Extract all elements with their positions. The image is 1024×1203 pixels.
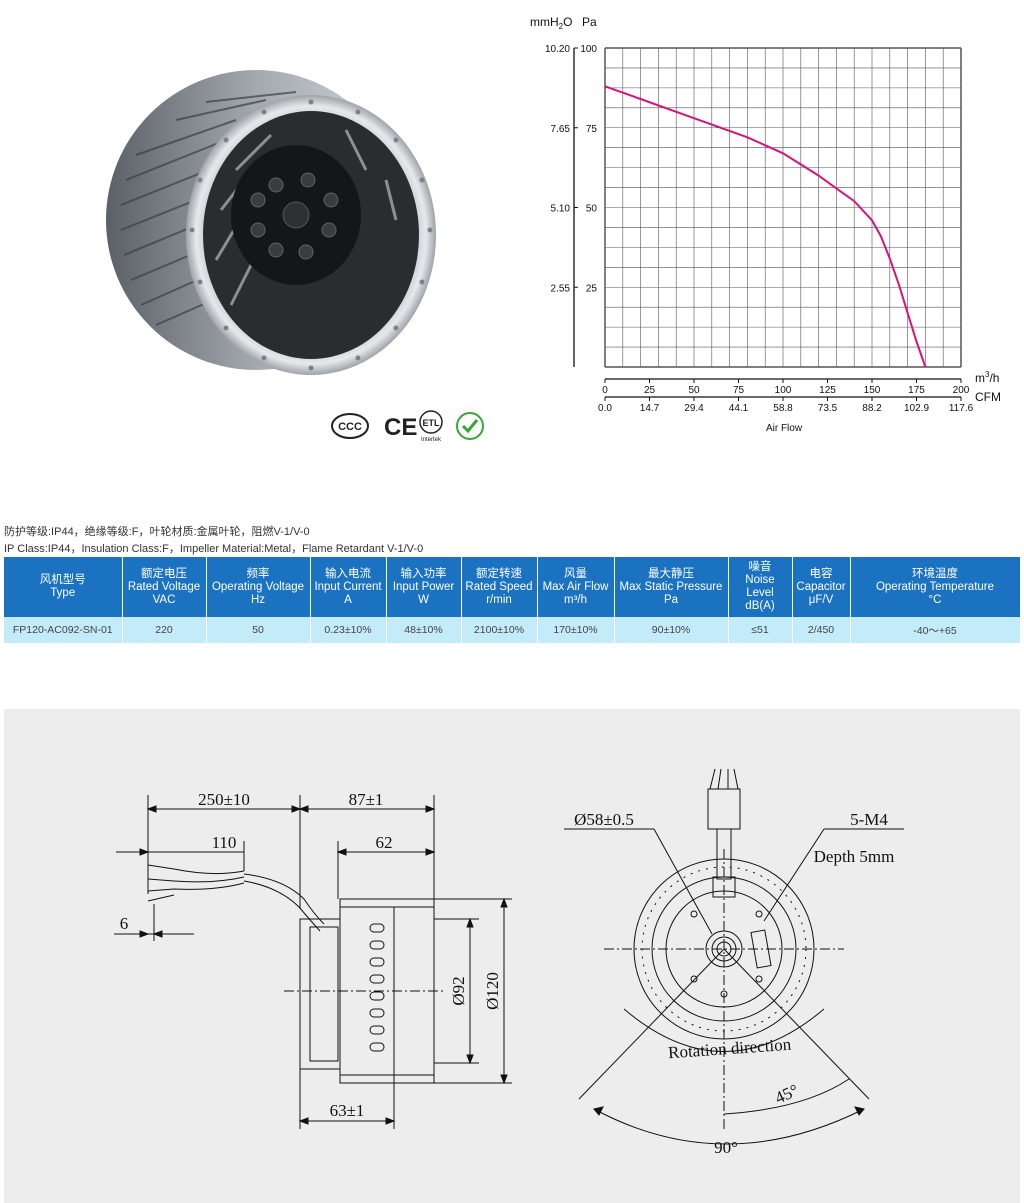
fan-product-image [106, 70, 436, 375]
dim-depth: 87±1 [349, 790, 384, 809]
rotation-label: Rotation direction [667, 1035, 792, 1063]
cell-rated-voltage: 220 [122, 617, 207, 643]
cell-temperature: -40～+65 [850, 617, 1021, 643]
x-axis-label: Air Flow [766, 423, 803, 434]
dim-mount-depth: Depth 5mm [814, 847, 895, 866]
y-unit-right: Pa [582, 15, 597, 29]
y-tick-label-left: 2.55 [551, 283, 571, 294]
x-tick-label: 50 [688, 385, 700, 396]
spec-note-cn: 防护等级:IP44，绝缘等级:F，叶轮材质:金属叶轮，阻燃V-1/V-0 [4, 526, 310, 538]
svg-text:ETL: ETL [423, 418, 441, 428]
x-tick-label-secondary: 117.6 [949, 403, 974, 414]
dim-hub-depth: 63±1 [330, 1101, 365, 1120]
etl-sub: Intertek [421, 437, 442, 443]
x-tick-label: 0 [602, 385, 608, 396]
technical-drawing-panel [4, 709, 1020, 1203]
dim-hub-dia: Ø58±0.5 [574, 810, 634, 829]
dim-strip-end: 6 [120, 914, 129, 933]
svg-text:CCC: CCC [338, 421, 362, 433]
svg-text:CE: CE [384, 414, 417, 441]
cell-frequency: 50 [206, 617, 311, 643]
cell-capacitor: 2/450 [792, 617, 851, 643]
x-unit-secondary: CFM [975, 390, 1001, 404]
x-tick-label-secondary: 29.4 [684, 403, 704, 414]
x-tick-label-secondary: 0.0 [598, 403, 612, 414]
x-tick-label-secondary: 58.8 [773, 403, 793, 414]
dim-body-depth: 62 [376, 833, 393, 852]
series-line [604, 85, 927, 368]
x-tick-label: 100 [775, 385, 792, 396]
x-tick-label-secondary: 44.1 [729, 403, 749, 414]
x-tick-label-secondary: 14.7 [640, 403, 660, 414]
etl-mark: ETL Intertek [419, 410, 443, 443]
x-tick-label: 175 [908, 385, 925, 396]
x-tick-label: 150 [864, 385, 881, 396]
chart-ticks: 25 2.55 50 5.10 75 7.65 100 10.20 0 0.0 25 14.7 50 29… [545, 44, 974, 414]
y-tick-label-left: 7.65 [551, 124, 571, 135]
x-unit-primary: m3/h [975, 370, 999, 385]
angle-45: 45° [772, 1080, 802, 1107]
x-tick-label: 200 [953, 385, 970, 396]
cell-rated-speed: 2100±10% [461, 617, 538, 643]
y-tick-label: 25 [586, 283, 598, 294]
y-unit-left: mmH2O [530, 15, 572, 31]
y-tick-label: 100 [580, 44, 597, 55]
x-tick-label: 25 [644, 385, 656, 396]
spec-note-en: IP Class:IP44，Insulation Class:F，Impelle… [4, 543, 424, 555]
cell-input-current: 0.23±10% [310, 617, 387, 643]
angle-90: 90° [714, 1138, 738, 1157]
y-tick-label: 75 [586, 124, 598, 135]
rohs-mark [456, 412, 484, 440]
y-tick-label: 50 [586, 204, 598, 215]
dim-inner-dia: Ø92 [449, 976, 468, 1005]
ccc-mark: CCC [331, 413, 369, 439]
performance-chart: 25 2.55 50 5.10 75 7.65 100 10.20 0 0.0 25 14.7 50 29… [530, 15, 1001, 434]
certification-marks: CCC CE ETL Intertek [331, 410, 484, 443]
x-tick-label-secondary: 88.2 [862, 403, 882, 414]
x-tick-label: 75 [733, 385, 745, 396]
technical-drawing: 250±10 110 6 87±1 62 Ø92 Ø120 63±1 Ø58±0… [114, 768, 904, 1157]
cell-noise: ≤51 [728, 617, 793, 643]
y-tick-label-left: 10.20 [545, 44, 570, 55]
ce-mark: CE [384, 414, 417, 441]
cell-static-pressure: 90±10% [614, 617, 729, 643]
dim-lead-length: 250±10 [198, 790, 250, 809]
dim-mount: 5-M4 [850, 810, 888, 829]
cell-input-power: 48±10% [386, 617, 462, 643]
x-tick-label-secondary: 102.9 [904, 403, 929, 414]
cell-type: FP120-AC092-SN-01 [4, 617, 123, 643]
x-tick-label-secondary: 73.5 [818, 403, 838, 414]
dim-outer-dia: Ø120 [483, 972, 502, 1010]
table-row: FP120-AC092-SN-01 220 50 0.23±10% 48±10%… [4, 617, 1021, 643]
y-tick-label-left: 5.10 [551, 204, 571, 215]
x-tick-label: 125 [819, 385, 836, 396]
chart-grid [573, 47, 962, 398]
dim-strip-length: 110 [212, 833, 237, 852]
cell-air-flow: 170±10% [537, 617, 615, 643]
